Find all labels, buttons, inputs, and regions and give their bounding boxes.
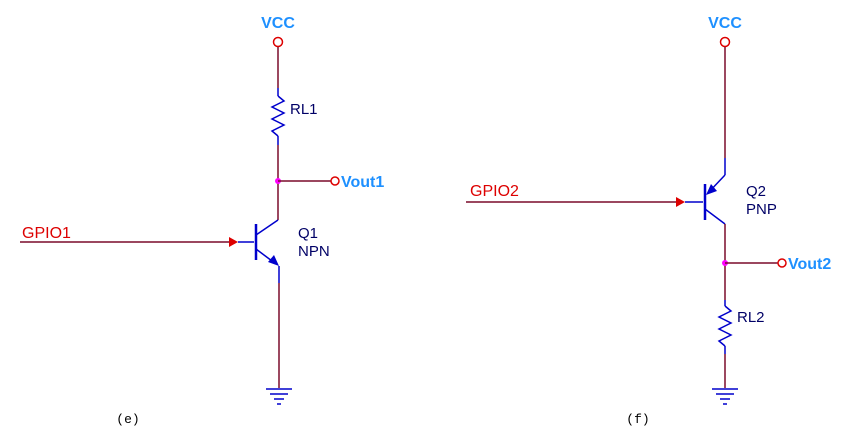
vcc-terminal-e — [272, 36, 284, 48]
q2-ref-label: Q2 — [746, 183, 766, 200]
resistor-rl2 — [717, 305, 733, 347]
transistor-q1-npn — [254, 219, 279, 266]
vout2-terminal — [777, 258, 787, 268]
circuit-e: VCC RL1 Vout1 GPIO1 Q1 NPN — [20, 15, 384, 427]
gpio1-label: GPIO1 — [22, 225, 71, 242]
q1-emitter-arrow — [268, 255, 279, 266]
vcc-label-e: VCC — [261, 15, 295, 32]
q2-collector — [704, 208, 726, 225]
vcc-label-f: VCC — [708, 15, 742, 32]
q1-collector — [255, 219, 279, 236]
vout2-label: Vout2 — [788, 256, 831, 273]
input-arrow-f — [676, 197, 685, 207]
transistor-q2-pnp — [703, 174, 726, 225]
q1-ref-label: Q1 — [298, 225, 318, 242]
ground-symbol-f — [712, 388, 738, 405]
input-arrow-e — [229, 237, 238, 247]
circuit-f: VCC GPIO2 Q2 PNP Vout2 RL2 — [466, 15, 831, 427]
q2-emitter-arrow — [706, 184, 717, 195]
gpio2-label: GPIO2 — [470, 183, 519, 200]
caption-e: (e) — [116, 412, 139, 427]
q1-emitter — [255, 248, 273, 262]
q2-type-label: PNP — [746, 201, 777, 218]
vout1-label: Vout1 — [341, 174, 384, 191]
resistor-rl1 — [270, 95, 286, 137]
ground-symbol-e — [266, 388, 292, 405]
caption-f: (f) — [626, 412, 649, 427]
vcc-terminal-f — [719, 36, 731, 48]
q1-type-label: NPN — [298, 243, 330, 260]
resistor-label-rl1: RL1 — [290, 101, 318, 118]
resistor-label-rl2: RL2 — [737, 309, 765, 326]
vout1-terminal — [330, 176, 340, 186]
